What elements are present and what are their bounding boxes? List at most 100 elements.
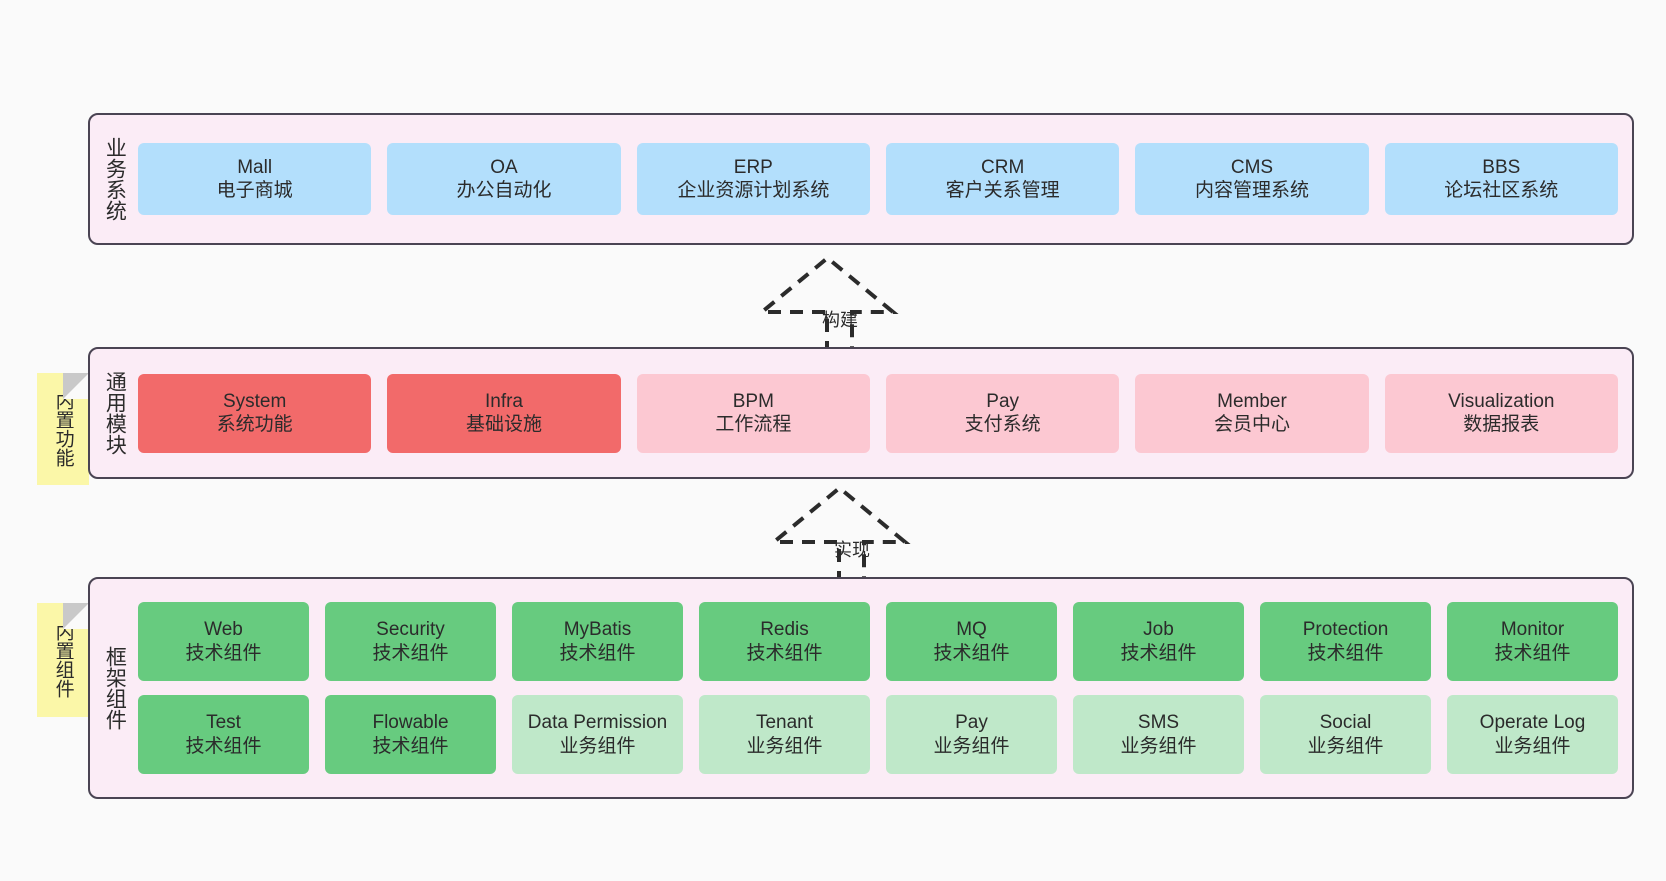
node-subtitle: 业务组件: [746, 735, 823, 757]
node-row: System 系统功能 Infra 基础设施 BPM 工作流程 Pay 支付系统…: [138, 373, 1618, 453]
node-title: Monitor: [1500, 619, 1565, 641]
node-title: BPM: [732, 390, 774, 412]
node-visualization[interactable]: Visualization 数据报表: [1384, 373, 1618, 453]
node-test[interactable]: Test 技术组件: [138, 695, 309, 774]
node-subtitle: 技术组件: [1494, 642, 1571, 664]
node-title: Redis: [760, 619, 809, 641]
node-subtitle: 工作流程: [715, 414, 792, 435]
node-system[interactable]: System 系统功能: [138, 373, 372, 453]
node-row: Test 技术组件 Flowable 技术组件 Data Permission …: [138, 695, 1618, 774]
node-oa[interactable]: OA 办公自动化: [387, 143, 621, 215]
node-mq[interactable]: MQ 技术组件: [886, 602, 1057, 681]
node-title: Social: [1319, 712, 1372, 734]
node-title: Tenant: [755, 712, 814, 734]
node-title: Security: [376, 619, 445, 641]
node-data-permission[interactable]: Data Permission 业务组件: [512, 695, 683, 774]
node-title: Infra: [484, 390, 523, 412]
node-monitor[interactable]: Monitor 技术组件: [1447, 602, 1618, 681]
node-pay-component[interactable]: Pay 业务组件: [886, 695, 1057, 774]
node-subtitle: 技术组件: [185, 642, 262, 664]
node-title: OA: [490, 156, 518, 178]
node-subtitle: 技术组件: [185, 735, 262, 757]
node-subtitle: 技术组件: [933, 642, 1010, 664]
node-operate-log[interactable]: Operate Log 业务组件: [1447, 695, 1618, 774]
node-subtitle: 业务组件: [1494, 735, 1571, 757]
sticky-note-builtin-features: 内置功能: [37, 373, 89, 485]
node-title: Protection: [1302, 619, 1389, 641]
node-member[interactable]: Member 会员中心: [1135, 373, 1369, 453]
node-title: Pay: [955, 712, 988, 734]
node-subtitle: 技术组件: [1307, 642, 1384, 664]
node-subtitle: 数据报表: [1463, 414, 1540, 435]
node-subtitle: 技术组件: [559, 642, 636, 664]
node-subtitle: 业务组件: [933, 735, 1010, 757]
node-bpm[interactable]: BPM 工作流程: [636, 373, 870, 453]
layer-label-common-modules: 通用模块: [103, 371, 127, 455]
node-title: CMS: [1230, 156, 1274, 178]
node-subtitle: 电子商城: [216, 180, 293, 201]
node-subtitle: 内容管理系统: [1194, 180, 1309, 201]
node-title: Web: [204, 619, 243, 641]
node-mybatis[interactable]: MyBatis 技术组件: [512, 602, 683, 681]
node-erp[interactable]: ERP 企业资源计划系统: [636, 143, 870, 215]
node-social[interactable]: Social 业务组件: [1260, 695, 1431, 774]
node-subtitle: 业务组件: [559, 735, 636, 757]
node-bbs[interactable]: BBS 论坛社区系统: [1384, 143, 1618, 215]
node-pay[interactable]: Pay 支付系统: [885, 373, 1120, 453]
node-subtitle: 业务组件: [1307, 735, 1384, 757]
node-title: Mall: [237, 156, 273, 178]
node-subtitle: 系统功能: [216, 414, 293, 435]
node-title: CRM: [981, 156, 1025, 178]
node-tenant[interactable]: Tenant 业务组件: [699, 695, 870, 774]
arrow-implement: 实现: [768, 485, 932, 584]
layer-common-modules: 通用模块 System 系统功能 Infra 基础设施 BPM 工作流程 Pay…: [88, 347, 1634, 479]
node-mall[interactable]: Mall 电子商城: [138, 143, 372, 215]
node-title: Pay: [986, 390, 1020, 412]
node-title: Flowable: [372, 712, 449, 734]
node-title: MQ: [956, 619, 987, 641]
node-title: ERP: [733, 156, 773, 178]
node-cms[interactable]: CMS 内容管理系统: [1135, 143, 1369, 215]
node-subtitle: 基础设施: [465, 414, 542, 435]
node-subtitle: 办公自动化: [456, 180, 552, 201]
node-title: SMS: [1137, 712, 1180, 734]
node-title: BBS: [1482, 156, 1521, 178]
node-subtitle: 技术组件: [1120, 642, 1197, 664]
node-subtitle: 业务组件: [1120, 735, 1197, 757]
layer-label-framework-components: 框架组件: [103, 646, 127, 730]
node-subtitle: 技术组件: [372, 642, 449, 664]
layer-business-systems: 业务系统 Mall 电子商城 OA 办公自动化 ERP 企业资源计划系统 CRM…: [88, 113, 1634, 245]
node-subtitle: 技术组件: [746, 642, 823, 664]
node-infra[interactable]: Infra 基础设施: [387, 373, 621, 453]
node-subtitle: 支付系统: [964, 414, 1041, 435]
node-title: Visualization: [1448, 390, 1555, 412]
layer-label-business-systems: 业务系统: [103, 137, 127, 221]
node-subtitle: 技术组件: [372, 735, 449, 757]
node-title: Member: [1217, 390, 1287, 412]
node-row: Web 技术组件 Security 技术组件 MyBatis 技术组件 Redi…: [138, 602, 1618, 681]
node-crm[interactable]: CRM 客户关系管理: [885, 143, 1120, 215]
arrow-build: 构建: [756, 255, 920, 354]
node-title: Test: [206, 712, 241, 734]
node-security[interactable]: Security 技术组件: [325, 602, 496, 681]
node-title: System: [222, 390, 287, 412]
node-title: MyBatis: [563, 619, 632, 641]
node-job[interactable]: Job 技术组件: [1073, 602, 1244, 681]
node-subtitle: 客户关系管理: [945, 180, 1060, 201]
layer-body-business-systems: Mall 电子商城 OA 办公自动化 ERP 企业资源计划系统 CRM 客户关系…: [138, 115, 1632, 243]
node-title: Operate Log: [1479, 712, 1586, 734]
node-web[interactable]: Web 技术组件: [138, 602, 309, 681]
node-title: Data Permission: [527, 712, 668, 734]
layer-framework-components: 框架组件 Web 技术组件 Security 技术组件 MyBatis 技术组件…: [88, 577, 1634, 799]
node-title: Job: [1143, 619, 1174, 641]
layer-body-common-modules: System 系统功能 Infra 基础设施 BPM 工作流程 Pay 支付系统…: [138, 349, 1632, 477]
node-subtitle: 会员中心: [1213, 414, 1290, 435]
node-flowable[interactable]: Flowable 技术组件: [325, 695, 496, 774]
node-redis[interactable]: Redis 技术组件: [699, 602, 870, 681]
node-sms[interactable]: SMS 业务组件: [1073, 695, 1244, 774]
node-subtitle: 企业资源计划系统: [677, 180, 830, 201]
node-subtitle: 论坛社区系统: [1444, 180, 1559, 201]
node-protection[interactable]: Protection 技术组件: [1260, 602, 1431, 681]
layer-body-framework-components: Web 技术组件 Security 技术组件 MyBatis 技术组件 Redi…: [138, 579, 1632, 797]
